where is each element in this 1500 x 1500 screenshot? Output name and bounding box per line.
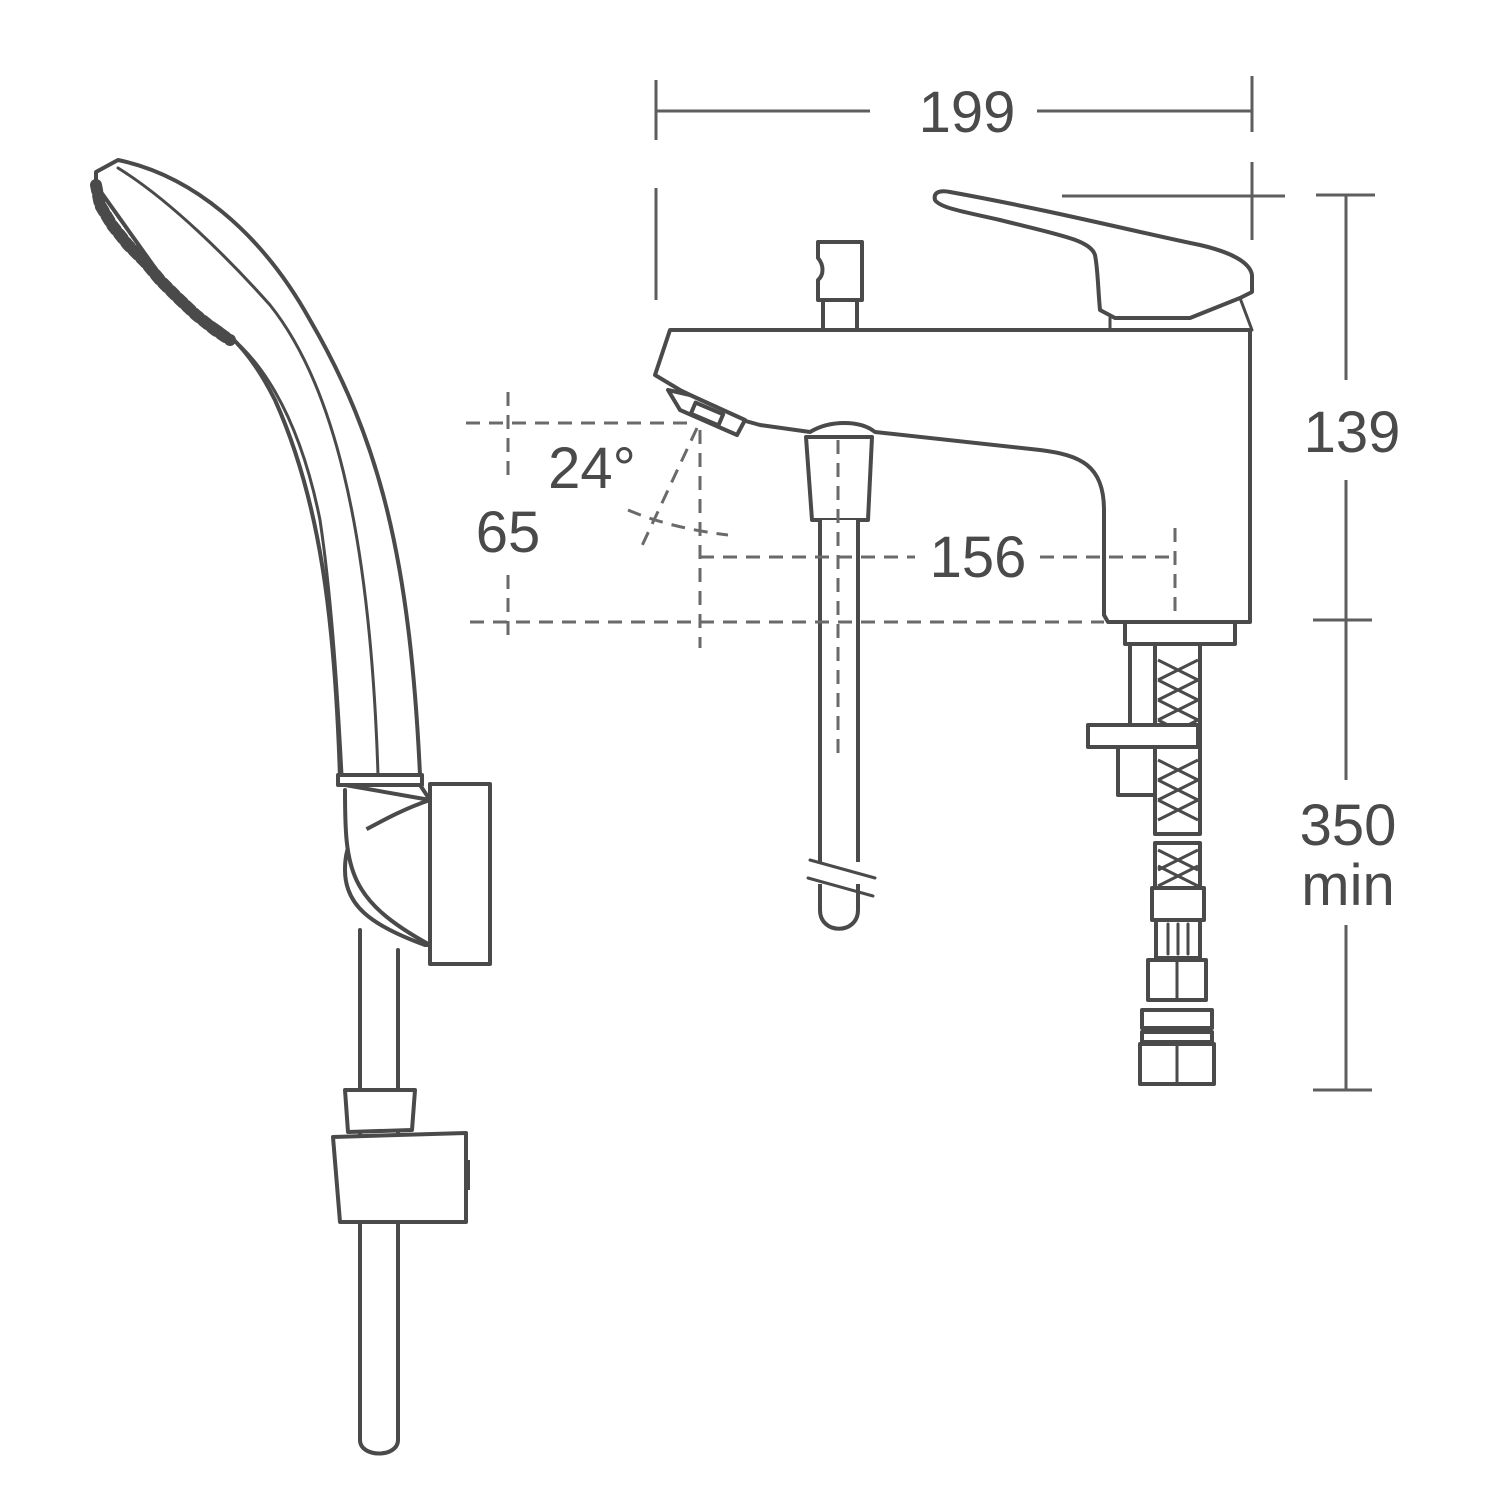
mixer-body — [653, 328, 1252, 624]
diverter-knob — [816, 240, 864, 332]
dimension-spout-reach-label: 156 — [930, 525, 1027, 590]
dimension-spout-height-label: 65 — [476, 500, 541, 565]
spray-face-icon — [90, 179, 236, 346]
dimension-width-label: 199 — [919, 80, 1016, 145]
rail-bracket — [331, 1088, 470, 1224]
dimension-hose-length: 350 min — [1300, 793, 1397, 1092]
dimension-spout-angle: 24° — [548, 427, 729, 551]
dimension-spout-reach: 156 — [700, 525, 1177, 620]
dimension-height-label: 139 — [1304, 400, 1401, 465]
dimension-spout-angle-label: 24° — [548, 436, 636, 501]
shower-handset — [90, 158, 424, 787]
dimension-width: 199 — [654, 76, 1285, 300]
compression-fitting — [1138, 886, 1216, 1086]
dimension-hose-length-label: 350 — [1300, 793, 1397, 858]
fixing-rod — [804, 435, 877, 931]
handset-holder — [343, 782, 492, 966]
dimension-hose-length-suffix: min — [1301, 853, 1394, 918]
flexible-hose — [1086, 620, 1237, 890]
lever-handle — [932, 189, 1254, 332]
dimension-height: 139 — [1304, 193, 1401, 780]
spout-outlet — [666, 388, 747, 437]
dimension-spout-height: 65 — [466, 392, 1104, 648]
